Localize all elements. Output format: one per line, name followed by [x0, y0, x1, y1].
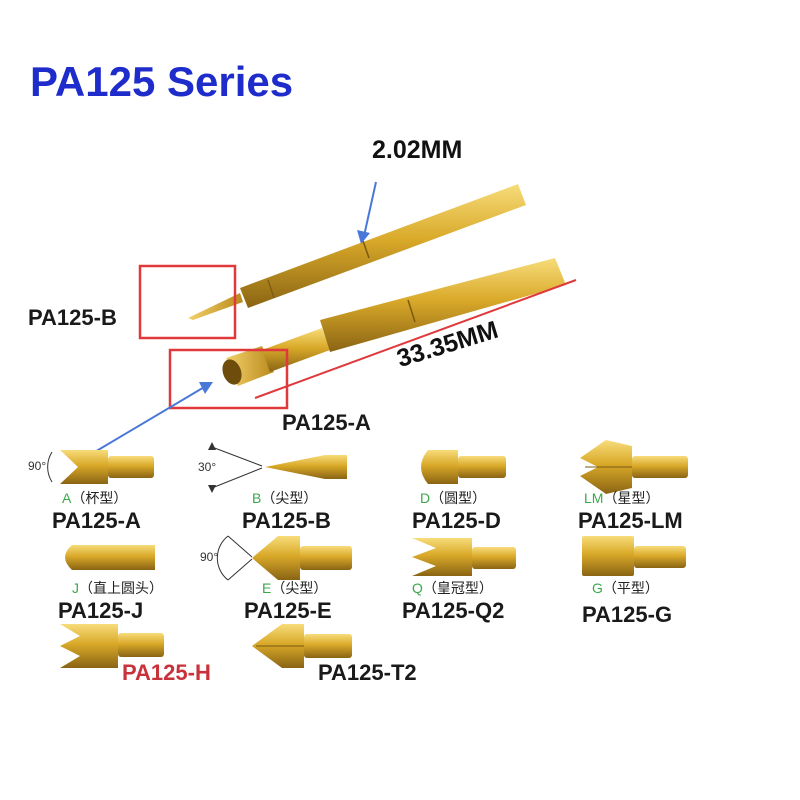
length-line	[254, 279, 577, 399]
tip-arrow	[87, 382, 213, 457]
tip-g-type: G（平型）	[592, 580, 659, 596]
cone-tip-icon	[216, 535, 352, 581]
tip-j-type: J（直上圆头）	[72, 580, 163, 596]
callout-box-a	[168, 348, 289, 410]
star-tip-icon	[580, 440, 688, 494]
pin-a-photo	[222, 258, 566, 386]
tip-e-name: PA125-E	[244, 598, 332, 623]
sharp-tip-icon	[208, 442, 347, 493]
callout-label-b: PA125-B	[28, 305, 117, 330]
tip-j-name: PA125-J	[58, 598, 144, 623]
crown-tip-icon	[412, 538, 516, 576]
tip-t2-name: PA125-T2	[318, 660, 417, 685]
tip-lm-name: PA125-LM	[578, 508, 683, 533]
tip-d-name: PA125-D	[412, 508, 501, 533]
tip-b-type: B（尖型）	[252, 490, 318, 506]
tip-e-type: E（尖型）	[262, 580, 328, 596]
diameter-label: 2.02MM	[372, 136, 463, 164]
angle-label-a: 90°	[28, 459, 47, 473]
tip-q-name: PA125-Q2	[402, 598, 505, 623]
h-crown-tip-icon	[60, 624, 164, 668]
page-title: PA125 Series	[30, 58, 294, 105]
t2-tip-icon	[252, 624, 352, 668]
dome-tip-icon	[65, 545, 155, 570]
callout-label-a: PA125-A	[282, 410, 371, 435]
tip-h-name: PA125-H	[122, 660, 211, 685]
angle-label-b: 30°	[198, 460, 217, 474]
tip-b-name: PA125-B	[242, 508, 331, 533]
diameter-arrow	[357, 181, 377, 244]
tip-lm-type: LM（星型）	[584, 490, 660, 506]
tip-g-name: PA125-G	[582, 602, 673, 627]
callout-box-b	[138, 264, 237, 340]
tip-q-type: Q（皇冠型）	[412, 580, 493, 596]
tip-d-type: D（圆型）	[420, 490, 487, 506]
tip-a-type: A（杯型）	[62, 490, 128, 506]
round-tip-icon	[421, 450, 506, 484]
tip-a-name: PA125-A	[52, 508, 141, 533]
flat-tip-icon	[582, 536, 686, 576]
angle-label-e: 90°	[200, 550, 219, 564]
cup-tip-icon	[47, 450, 154, 484]
